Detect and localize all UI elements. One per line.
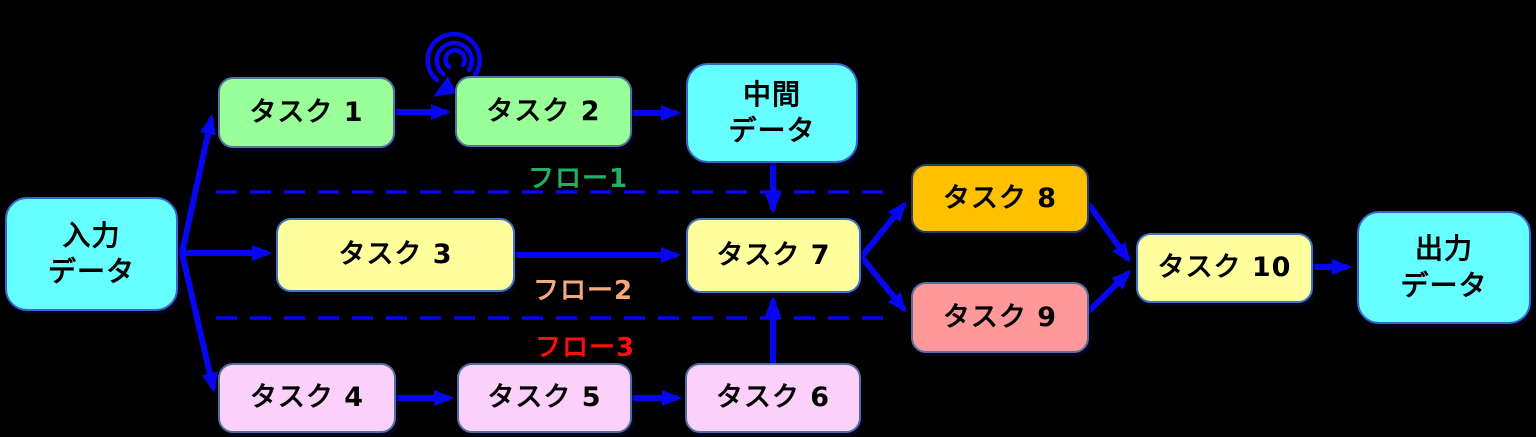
arrow-input-to-task4 <box>179 250 218 393</box>
flow1-label: フロー1 <box>528 164 629 194</box>
node-task-2: タスク 2 <box>455 76 632 147</box>
node-input-data: 入力 データ <box>5 197 178 311</box>
node-task-3: タスク 3 <box>276 218 515 292</box>
arrow-task8-to-task10 <box>1087 203 1131 263</box>
arrow-task7-to-task9 <box>860 256 907 313</box>
node-task-9: タスク 9 <box>911 282 1089 353</box>
loop-scribble-icon <box>425 31 482 97</box>
flow-arrows <box>179 104 1352 406</box>
node-task-6: タスク 6 <box>685 363 861 433</box>
arrow-task9-to-task10 <box>1087 269 1132 313</box>
node-intermediate-data: 中間 データ <box>686 63 858 163</box>
flow2-label: フロー2 <box>533 276 634 306</box>
arrow-input-to-task1 <box>179 114 216 256</box>
node-task-8: タスク 8 <box>911 164 1089 233</box>
node-output-data: 出力 データ <box>1357 211 1531 324</box>
node-task-4: タスク 4 <box>218 363 396 433</box>
flow3-label: フロー3 <box>535 333 636 363</box>
node-task-1: タスク 1 <box>218 77 395 148</box>
node-task-5: タスク 5 <box>457 363 632 433</box>
arrow-task7-to-task8 <box>860 201 907 258</box>
node-task-10: タスク 10 <box>1136 233 1313 303</box>
node-task-7: タスク 7 <box>686 218 861 293</box>
